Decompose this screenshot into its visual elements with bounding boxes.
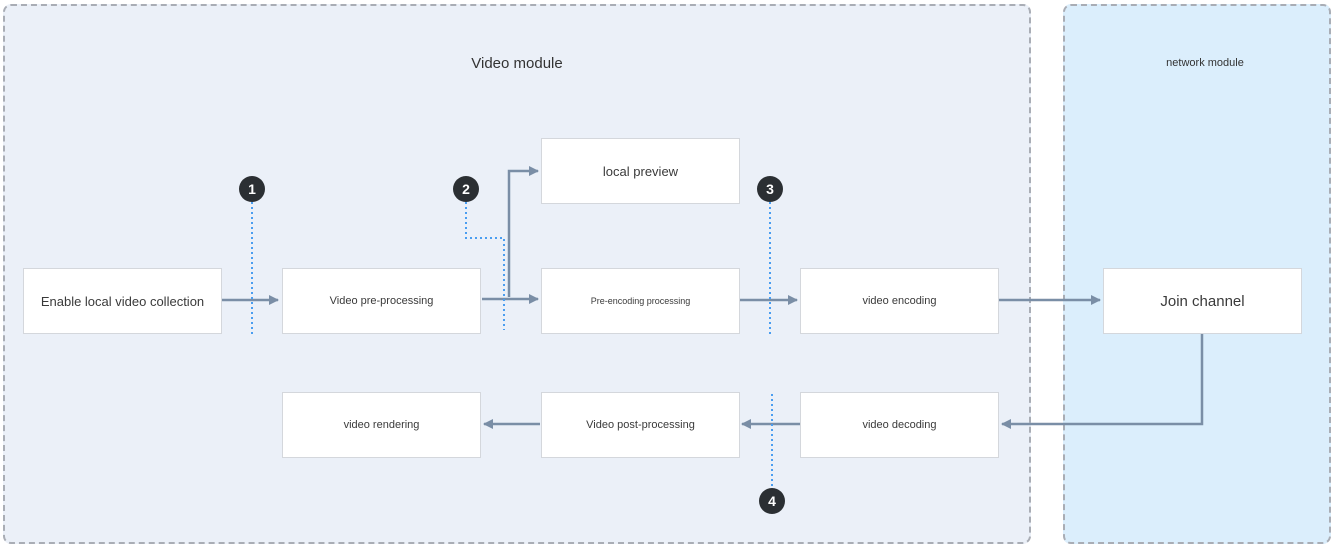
join-channel-box: Join channel: [1103, 268, 1302, 334]
local-preview-box: local preview: [541, 138, 740, 204]
marker-badge-2: 2: [453, 176, 479, 202]
enable-local-video-collection-box: Enable local video collection: [23, 268, 222, 334]
video-rendering-box: video rendering: [282, 392, 481, 458]
dotted-line-marker-2: [465, 202, 505, 330]
arrow-to-local-preview: [507, 166, 539, 297]
pre-encoding-processing-box: Pre-encoding processing: [541, 268, 740, 334]
video-post-processing-box: Video post-processing: [541, 392, 740, 458]
marker-badge-3: 3: [757, 176, 783, 202]
marker-badge-1: 1: [239, 176, 265, 202]
video-decoding-box: video decoding: [800, 392, 999, 458]
video-module-title: Video module: [471, 55, 563, 72]
video-pre-processing-box: Video pre-processing: [282, 268, 481, 334]
network-module-title: network module: [1166, 57, 1244, 69]
video-encoding-box: video encoding: [800, 268, 999, 334]
arrow-join-to-decoding: [1001, 334, 1204, 429]
marker-badge-4: 4: [759, 488, 785, 514]
